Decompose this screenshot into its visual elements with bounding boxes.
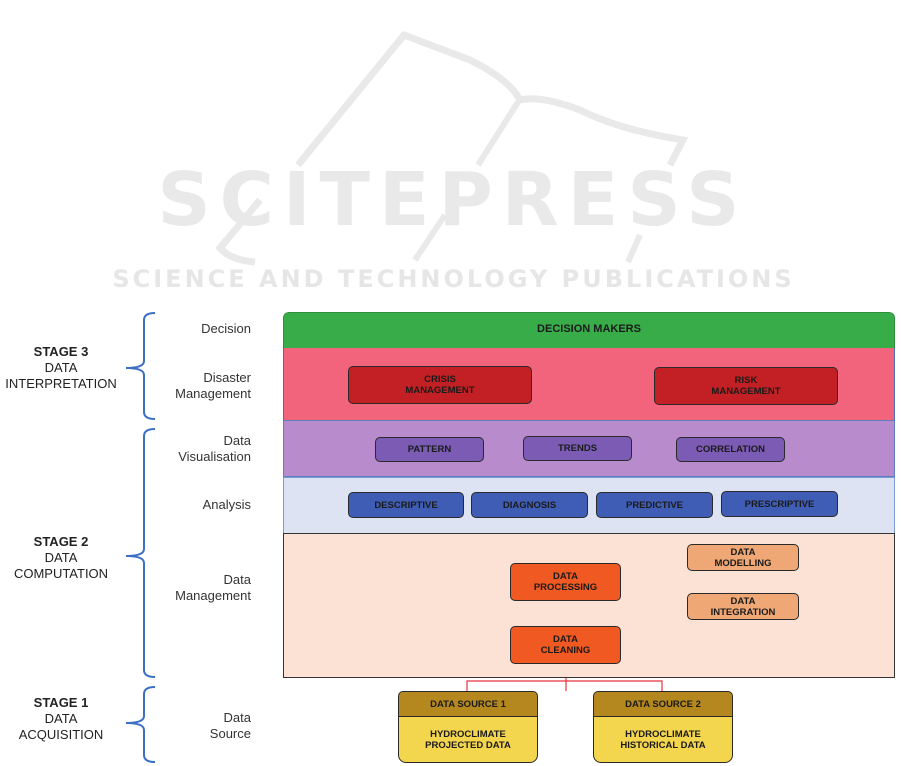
- decision-band: DECISION MAKERS: [283, 312, 895, 349]
- box-text: DATA SOURCE 1: [430, 698, 506, 710]
- box-text: MANAGEMENT: [405, 385, 475, 396]
- stage-2-number: STAGE 2: [33, 534, 89, 549]
- layer-label-line: Data: [223, 433, 251, 448]
- crisis-management-box: CRISIS MANAGEMENT: [348, 366, 532, 404]
- stage-2-label: STAGE 2 DATA COMPUTATION: [1, 534, 121, 582]
- layer-label-data-management: Data Management: [141, 572, 251, 604]
- watermark-title: SCITEPRESS: [157, 157, 749, 243]
- layer-label-data-source: Data Source: [141, 710, 251, 742]
- stage-1-label: STAGE 1 DATA ACQUISITION: [1, 695, 121, 743]
- box-text: PRESCRIPTIVE: [744, 498, 815, 510]
- box-text: TRENDS: [557, 443, 598, 454]
- risk-management-box: RISK MANAGEMENT: [654, 367, 838, 405]
- box-text: DATA: [553, 571, 578, 582]
- box-text: PATTERN: [407, 444, 452, 455]
- box-text: DATA: [730, 595, 756, 607]
- trends-box: TRENDS: [523, 436, 632, 461]
- layer-label-line: Disaster: [203, 370, 251, 385]
- layer-label-decision: Decision: [141, 321, 251, 337]
- box-text: DIAGNOSIS: [502, 499, 557, 511]
- box-text: DESCRIPTIVE: [374, 499, 438, 511]
- layer-label-line: Management: [175, 588, 251, 603]
- layer-label-line: Management: [175, 386, 251, 401]
- data-source-2-box: HYDROCLIMATE HISTORICAL DATA: [593, 716, 733, 763]
- layer-label-data-visualisation: Data Visualisation: [141, 433, 251, 465]
- box-text: HISTORICAL DATA: [620, 739, 706, 751]
- box-text: CORRELATION: [696, 444, 765, 455]
- box-text: INTEGRATION: [710, 606, 776, 618]
- watermark-logo-icon: [215, 30, 689, 266]
- layer-label-line: Source: [209, 726, 251, 741]
- box-text: HYDROCLIMATE: [430, 728, 506, 740]
- predictive-box: PREDICTIVE: [596, 492, 713, 518]
- stage2-bracket: [125, 428, 156, 678]
- data-modelling-box: DATA MODELLING: [687, 544, 799, 571]
- stage-1-name-line2: ACQUISITION: [18, 727, 104, 742]
- stage-3-name-line1: DATA: [44, 360, 78, 375]
- data-source-1-box: HYDROCLIMATE PROJECTED DATA: [398, 716, 538, 763]
- data-source-2-header: DATA SOURCE 2: [593, 691, 733, 717]
- box-text: DATA SOURCE 2: [625, 698, 701, 710]
- watermark-subtitle: SCIENCE AND TECHNOLOGY PUBLICATIONS: [112, 265, 795, 293]
- box-text: PROJECTED DATA: [425, 739, 511, 751]
- layer-label-analysis: Analysis: [141, 497, 251, 513]
- box-text: DATA: [553, 634, 578, 645]
- layer-label-line: Data: [223, 572, 251, 587]
- layer-label-line: Analysis: [202, 497, 251, 512]
- decision-makers-title: DECISION MAKERS: [537, 323, 641, 335]
- layer-label-line: Data: [223, 710, 251, 725]
- box-text: RISK: [734, 375, 758, 386]
- box-text: PROCESSING: [533, 582, 598, 593]
- stage-3-label: STAGE 3 DATA INTERPRETATION: [1, 344, 121, 392]
- box-text: MANAGEMENT: [711, 386, 781, 397]
- stage-1-number: STAGE 1: [33, 695, 89, 710]
- stage-2-name-line1: DATA: [44, 550, 78, 565]
- box-text: HYDROCLIMATE: [625, 728, 701, 740]
- box-text: CRISIS: [424, 374, 456, 385]
- box-text: MODELLING: [714, 557, 772, 569]
- layer-label-line: Decision: [201, 321, 251, 336]
- stage-3-name-line2: INTERPRETATION: [5, 376, 117, 391]
- pattern-box: PATTERN: [375, 437, 484, 462]
- layer-label-line: Visualisation: [178, 449, 251, 464]
- box-text: CLEANING: [540, 645, 591, 656]
- diagnosis-box: DIAGNOSIS: [471, 492, 588, 518]
- descriptive-box: DESCRIPTIVE: [348, 492, 464, 518]
- data-processing-box: DATA PROCESSING: [510, 563, 621, 601]
- prescriptive-box: PRESCRIPTIVE: [721, 491, 838, 517]
- data-cleaning-box: DATA CLEANING: [510, 626, 621, 664]
- layer-label-disaster-management: Disaster Management: [141, 370, 251, 402]
- box-text: PREDICTIVE: [625, 499, 683, 511]
- stage-3-number: STAGE 3: [33, 344, 89, 359]
- stage-1-name-line1: DATA: [44, 711, 78, 726]
- correlation-box: CORRELATION: [676, 437, 785, 462]
- data-integration-box: DATA INTEGRATION: [687, 593, 799, 620]
- box-text: DATA: [730, 546, 756, 558]
- stage-2-name-line2: COMPUTATION: [13, 566, 109, 581]
- data-source-1-header: DATA SOURCE 1: [398, 691, 538, 717]
